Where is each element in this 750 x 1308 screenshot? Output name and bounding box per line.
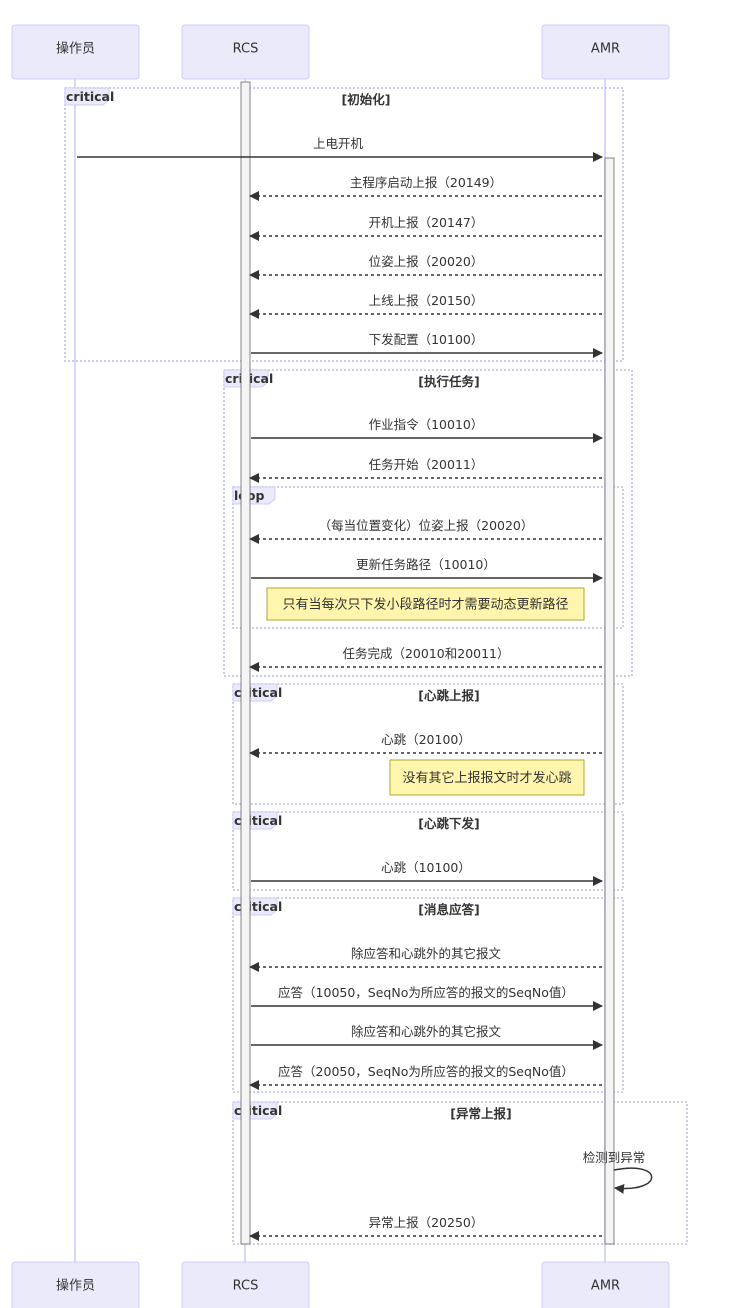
actor-amr-top: AMR [541, 24, 670, 80]
message-13: 心跳（10100） [251, 860, 603, 886]
actor-label: 操作员 [56, 1278, 95, 1294]
frame-title: [心跳上报] [418, 688, 479, 703]
actor-label: RCS [233, 42, 259, 57]
frame-border [232, 1101, 688, 1245]
frame-border [223, 369, 633, 677]
frame-border [232, 486, 624, 629]
frame-title: [执行任务] [418, 374, 479, 389]
message-15: 应答（10050，SeqNo为所应答的报文的SeqNo值） [251, 985, 603, 1011]
actor-amr-bottom: AMR [541, 1261, 670, 1308]
message-12: 心跳（20100） [249, 732, 602, 758]
message-label: 更新任务路径（10010） [356, 557, 496, 572]
actor-box [181, 24, 310, 80]
frame-tab [64, 87, 110, 106]
message-label: 除应答和心跳外的其它报文 [351, 946, 502, 961]
actor-rcs-top: RCS [181, 24, 310, 80]
frame-title: [心跳下发] [418, 816, 479, 831]
message-label: 任务开始（20011） [369, 457, 484, 472]
message-2: 主程序启动上报（20149） [249, 175, 602, 201]
actor-label: 操作员 [56, 41, 95, 57]
frame-border [232, 811, 624, 891]
actor-box [541, 24, 670, 80]
message-label: 作业指令（10010） [369, 417, 484, 432]
actor-label: RCS [233, 1279, 259, 1294]
actor-box [11, 1261, 140, 1308]
frame-border [232, 683, 624, 805]
message-label: 应答（10050，SeqNo为所应答的报文的SeqNo值） [278, 985, 574, 1000]
actor-op-bottom: 操作员 [11, 1261, 140, 1308]
actor-rcs-bottom: RCS [181, 1261, 310, 1308]
note-path: 只有当每次只下发小段路径时才需要动态更新路径 [266, 587, 585, 621]
message-label: 异常上报（20250） [369, 1215, 484, 1230]
note-text: 没有其它上报报文时才发心跳 [402, 770, 571, 786]
frame-title: [异常上报] [450, 1106, 511, 1121]
message-label: 位姿上报（20020） [369, 254, 484, 269]
message-label: 应答（20050，SeqNo为所应答的报文的SeqNo值） [278, 1064, 574, 1079]
frame-task: critical[执行任务] [223, 369, 633, 677]
frame-keyword: critical [66, 89, 114, 104]
frame-title: [消息应答] [418, 902, 479, 917]
message-17: 应答（20050，SeqNo为所应答的报文的SeqNo值） [249, 1064, 602, 1090]
message-label: 心跳（10100） [381, 860, 471, 875]
activation-amr [604, 157, 615, 1245]
message-3: 开机上报（20147） [249, 215, 602, 241]
frame-init: critical [初始化] [64, 87, 624, 362]
message-10: 更新任务路径（10010） [251, 557, 603, 583]
actor-box [541, 1261, 670, 1308]
message-label: 检测到异常 [583, 1150, 646, 1165]
message-label: 心跳（20100） [381, 732, 471, 747]
note-text: 只有当每次只下发小段路径时才需要动态更新路径 [282, 597, 568, 613]
actor-label: AMR [591, 42, 620, 57]
message-5: 上线上报（20150） [249, 293, 602, 319]
activation-rcs [240, 81, 251, 1245]
message-16: 除应答和心跳外的其它报文 [251, 1024, 603, 1050]
actor-box [11, 24, 140, 80]
message-6: 下发配置（10100） [251, 332, 603, 358]
message-18: 检测到异常 [583, 1150, 653, 1194]
message-7: 作业指令（10010） [251, 417, 603, 443]
message-11: 任务完成（20010和20011） [249, 646, 602, 672]
message-label: 上线上报（20150） [369, 293, 484, 308]
message-label: 任务完成（20010和20011） [342, 646, 509, 661]
message-label: 上电开机 [313, 136, 364, 151]
message-9: （每当位置变化）位姿上报（20020） [249, 518, 602, 544]
message-label: （每当位置变化）位姿上报（20020） [319, 518, 534, 533]
actor-op-top: 操作员 [11, 24, 140, 80]
frame-hb-down: critical[心跳下发] [232, 811, 624, 891]
message-1: 上电开机 [77, 136, 603, 162]
message-label: 除应答和心跳外的其它报文 [351, 1024, 502, 1039]
note-box [266, 587, 585, 621]
message-line [613, 1167, 653, 1194]
message-label: 主程序启动上报（20149） [350, 175, 502, 190]
message-label: 开机上报（20147） [369, 215, 484, 230]
actor-box [181, 1261, 310, 1308]
message-4: 位姿上报（20020） [249, 254, 602, 280]
message-8: 任务开始（20011） [249, 457, 602, 483]
note-heartbeat: 没有其它上报报文时才发心跳 [389, 759, 585, 796]
frame-title: [初始化] [342, 92, 391, 107]
message-19: 异常上报（20250） [249, 1215, 602, 1241]
message-label: 下发配置（10100） [369, 332, 484, 347]
actor-label: AMR [591, 1279, 620, 1294]
message-14: 除应答和心跳外的其它报文 [249, 946, 602, 972]
frame-border [64, 87, 624, 362]
note-box [389, 759, 585, 796]
